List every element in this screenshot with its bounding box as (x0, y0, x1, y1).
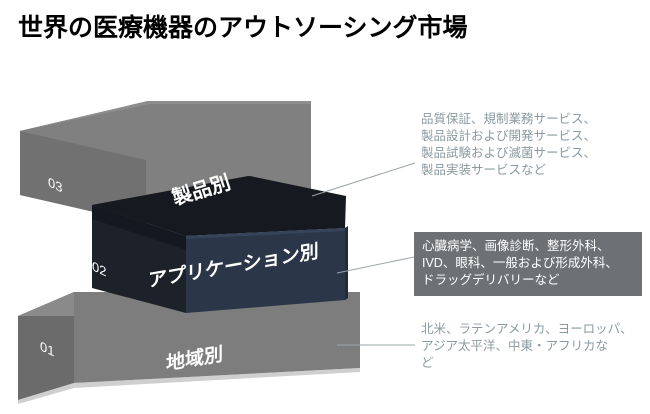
block-application-edge-highlight (186, 228, 345, 239)
block-application-front-face (186, 228, 345, 313)
block-application-left-shade (92, 205, 186, 250)
block-product-top-sliver (20, 101, 311, 131)
block-application-right-facet (345, 226, 348, 300)
annotation-application: 心臓病学、画像診断、整形外科、 IVD、眼科、一般および形成外科、 ドラッグデリ… (414, 232, 642, 296)
block-application[interactable] (92, 176, 348, 313)
block-application-top-face-ext (92, 176, 346, 236)
block-region-front-face (74, 292, 360, 383)
block-region-bottom-shadow (18, 368, 360, 404)
block-product[interactable] (20, 101, 311, 224)
block-product-left-facet (20, 131, 146, 224)
connector-line-application (336, 256, 415, 274)
block-product-slab-top (20, 101, 311, 131)
annotation-region: 北米、ラテンアメリカ、ヨーロッパ、 アジア太平洋、中東・アフリカな ど (421, 322, 633, 370)
annotation-product: 品質保証、規制業務サービス、 製品設計および開発サービス、 製品試験および滅菌サ… (421, 112, 597, 177)
page-title: 世界の医療機器のアウトソーシング市場 (18, 14, 468, 42)
block-region-left-face (18, 292, 74, 400)
connector-line-product (311, 162, 416, 197)
